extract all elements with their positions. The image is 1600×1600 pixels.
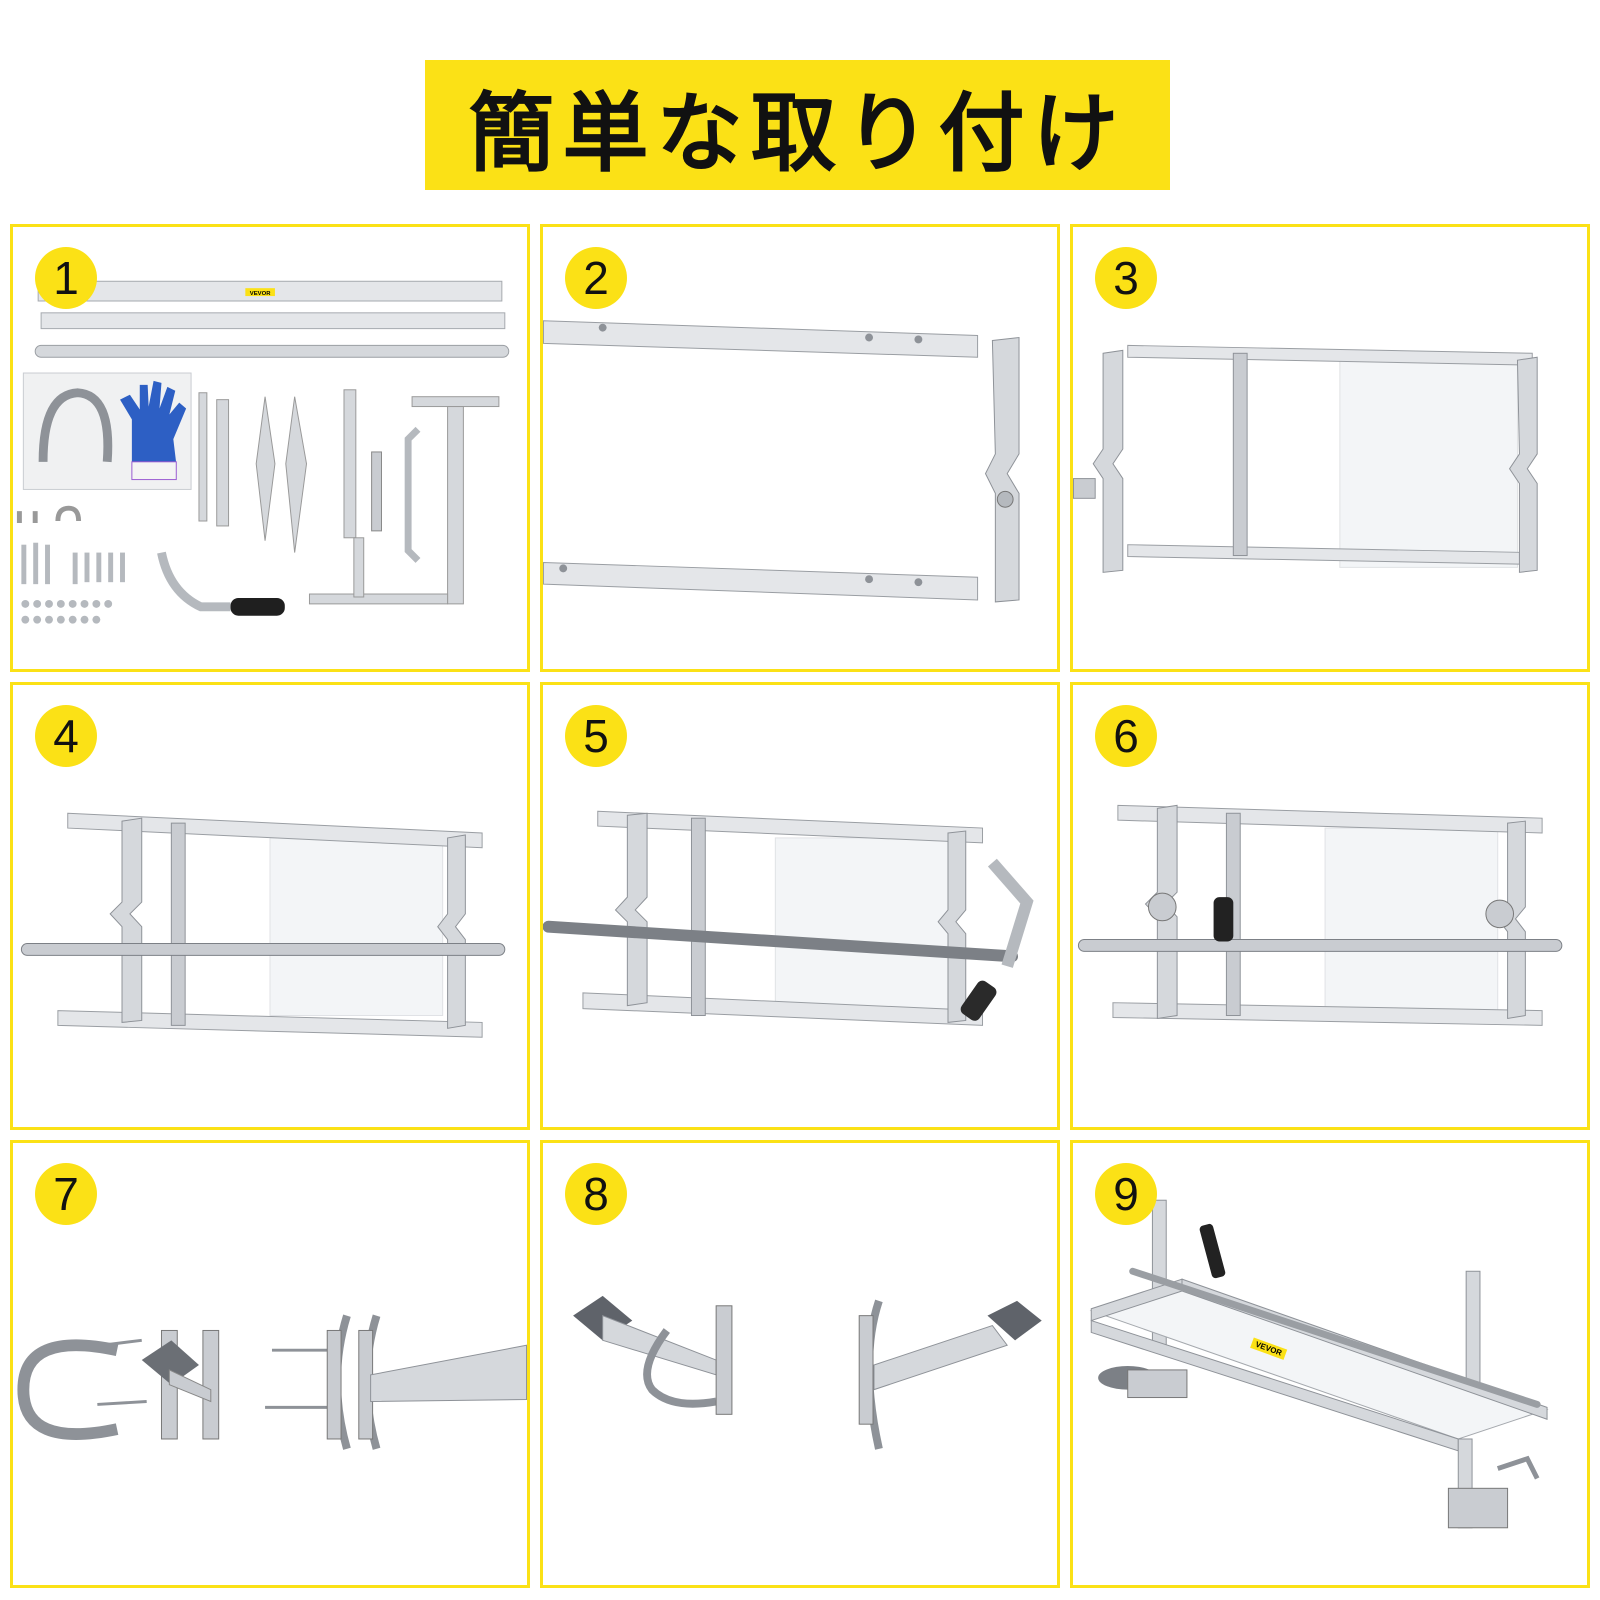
frame-rod-illustration: [20, 812, 506, 1038]
step-badge-6: 6: [1095, 705, 1157, 767]
page-title: 簡単な取り付け: [468, 83, 1127, 184]
step-panel-7: 7: [10, 1140, 530, 1588]
step-badge-8: 8: [565, 1163, 627, 1225]
parts-illustration: VEVOR: [16, 280, 510, 624]
steps-grid: 1 VEVOR: [10, 224, 1590, 1594]
title-banner: 簡単な取り付け: [425, 60, 1170, 190]
step-panel-3: 3: [1070, 224, 1590, 672]
handle-grip: [960, 980, 997, 1021]
strap-bracket-illustration: [17, 1314, 527, 1450]
assembled-mill-illustration: VEVOR: [1089, 1199, 1549, 1529]
step-panel-4: 4: [10, 682, 530, 1130]
step-badge-2: 2: [565, 247, 627, 309]
step-badge-5: 5: [565, 705, 627, 767]
frame-handle-illustration: [543, 810, 1034, 1026]
strap-part: [38, 388, 113, 463]
rails-illustration: [543, 320, 1020, 603]
step-panel-2: 2: [540, 224, 1060, 672]
step-panel-5: 5: [540, 682, 1060, 1130]
step-panel-9: 9 VEVOR: [1070, 1140, 1590, 1588]
bracket-strap-illustration: [573, 1295, 1042, 1450]
guide-rod: [20, 942, 506, 956]
handle-grip: [1213, 897, 1234, 942]
step-badge-1: 1: [35, 247, 97, 309]
rail-logo: VEVOR: [250, 291, 271, 297]
frame-illustration: [1073, 344, 1538, 573]
step-panel-6: 6: [1070, 682, 1590, 1130]
frame-clamps-illustration: [1077, 804, 1563, 1026]
step-badge-3: 3: [1095, 247, 1157, 309]
step-panel-8: 8: [540, 1140, 1060, 1588]
step-panel-1: 1 VEVOR: [10, 224, 530, 672]
glove-icon: [120, 380, 187, 481]
handle-grip: [230, 597, 285, 616]
step-badge-7: 7: [35, 1163, 97, 1225]
step-badge-4: 4: [35, 705, 97, 767]
step-badge-9: 9: [1095, 1163, 1157, 1225]
